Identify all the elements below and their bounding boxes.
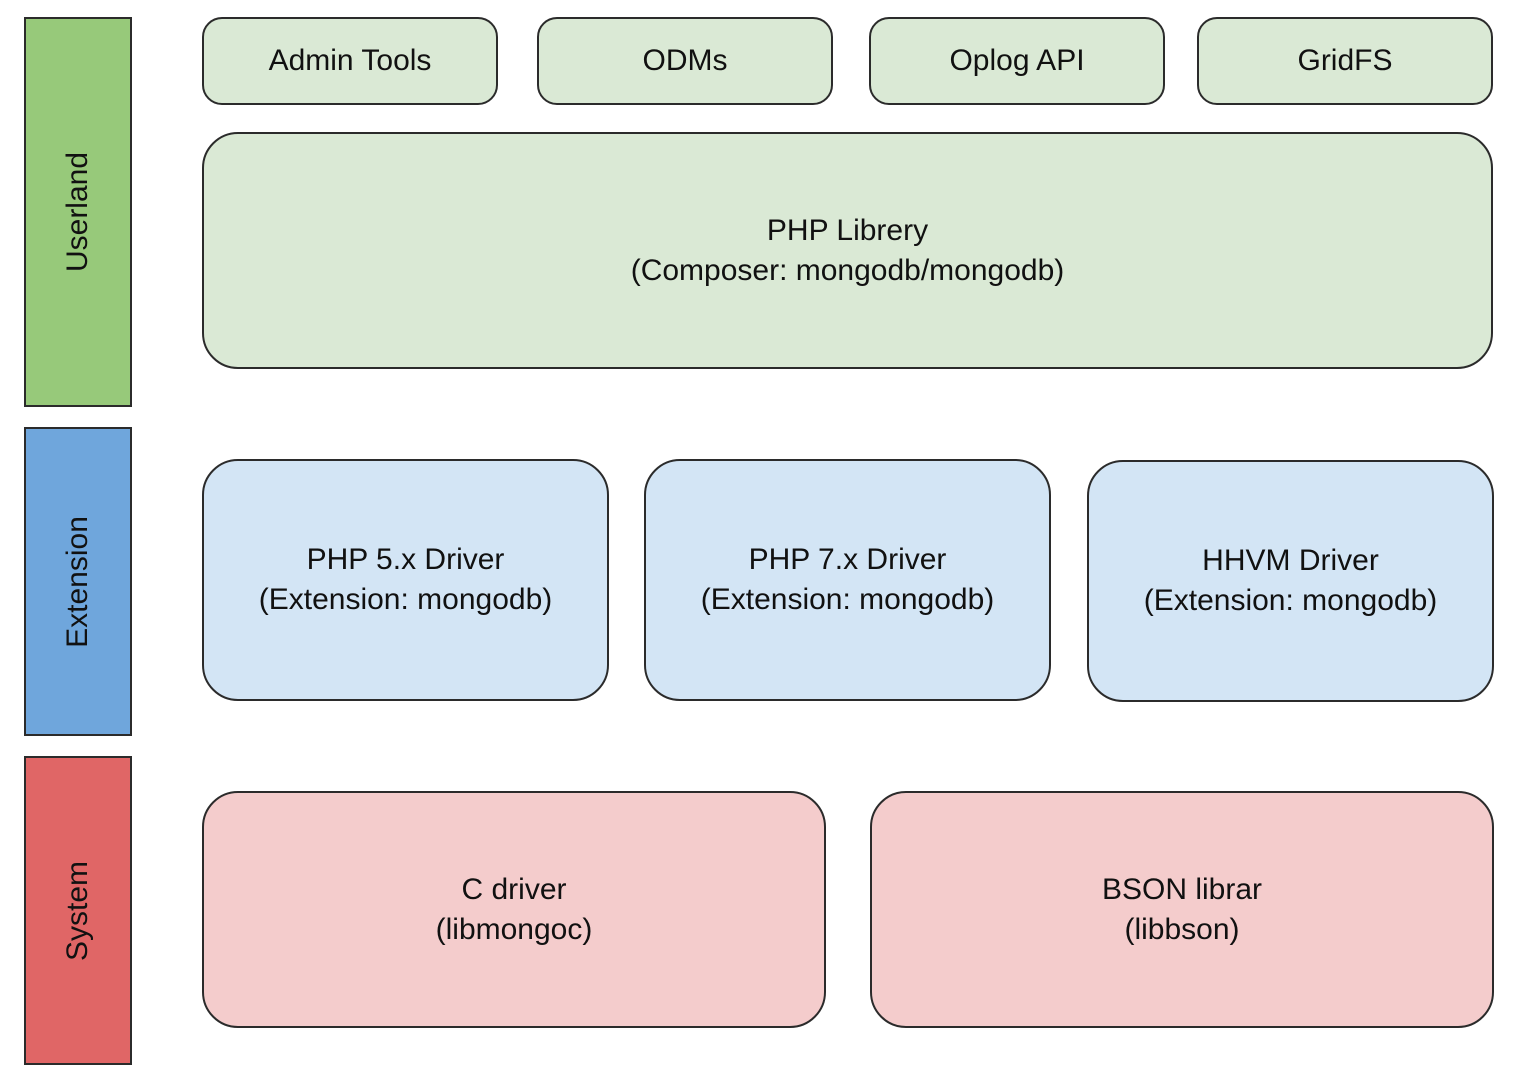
box-php-library-title: PHP Librery bbox=[766, 213, 929, 247]
box-php5-driver-subtitle: (Extension: mongodb) bbox=[258, 583, 553, 616]
layer-label-extension: Extension bbox=[61, 515, 94, 648]
layer-bar-system: System bbox=[24, 756, 132, 1065]
box-c-driver: C driver (libmongoc) bbox=[202, 791, 826, 1028]
box-hhvm-driver: HHVM Driver (Extension: mongodb) bbox=[1087, 460, 1494, 702]
box-php-library: PHP Librery (Composer: mongodb/mongodb) bbox=[202, 132, 1493, 369]
layer-label-userland: Userland bbox=[61, 151, 94, 273]
box-php5-driver: PHP 5.x Driver (Extension: mongodb) bbox=[202, 459, 609, 701]
box-php5-driver-title: PHP 5.x Driver bbox=[306, 543, 505, 576]
box-admin-tools-label: Admin Tools bbox=[268, 44, 432, 77]
box-bson-library: BSON librar (libbson) bbox=[870, 791, 1494, 1028]
layer-bar-userland: Userland bbox=[24, 17, 132, 407]
box-c-driver-subtitle: (libmongoc) bbox=[435, 912, 593, 946]
layer-label-system: System bbox=[61, 860, 94, 961]
box-php-library-subtitle: (Composer: mongodb/mongodb) bbox=[630, 253, 1065, 287]
box-bson-library-subtitle: (libbson) bbox=[1124, 912, 1240, 946]
box-odms: ODMs bbox=[537, 17, 833, 105]
box-oplog-api: Oplog API bbox=[869, 17, 1165, 105]
box-bson-library-title: BSON librar bbox=[1101, 872, 1263, 906]
box-gridfs: GridFS bbox=[1197, 17, 1493, 105]
box-odms-label: ODMs bbox=[642, 44, 728, 77]
box-php7-driver-subtitle: (Extension: mongodb) bbox=[700, 583, 995, 616]
box-hhvm-driver-title: HHVM Driver bbox=[1202, 544, 1379, 577]
box-c-driver-title: C driver bbox=[461, 872, 567, 906]
box-gridfs-label: GridFS bbox=[1297, 44, 1393, 77]
box-admin-tools: Admin Tools bbox=[202, 17, 498, 105]
box-php7-driver: PHP 7.x Driver (Extension: mongodb) bbox=[644, 459, 1051, 701]
layer-bar-extension: Extension bbox=[24, 427, 132, 736]
box-php7-driver-title: PHP 7.x Driver bbox=[748, 543, 947, 576]
box-oplog-api-label: Oplog API bbox=[949, 44, 1085, 77]
box-hhvm-driver-subtitle: (Extension: mongodb) bbox=[1143, 584, 1438, 617]
